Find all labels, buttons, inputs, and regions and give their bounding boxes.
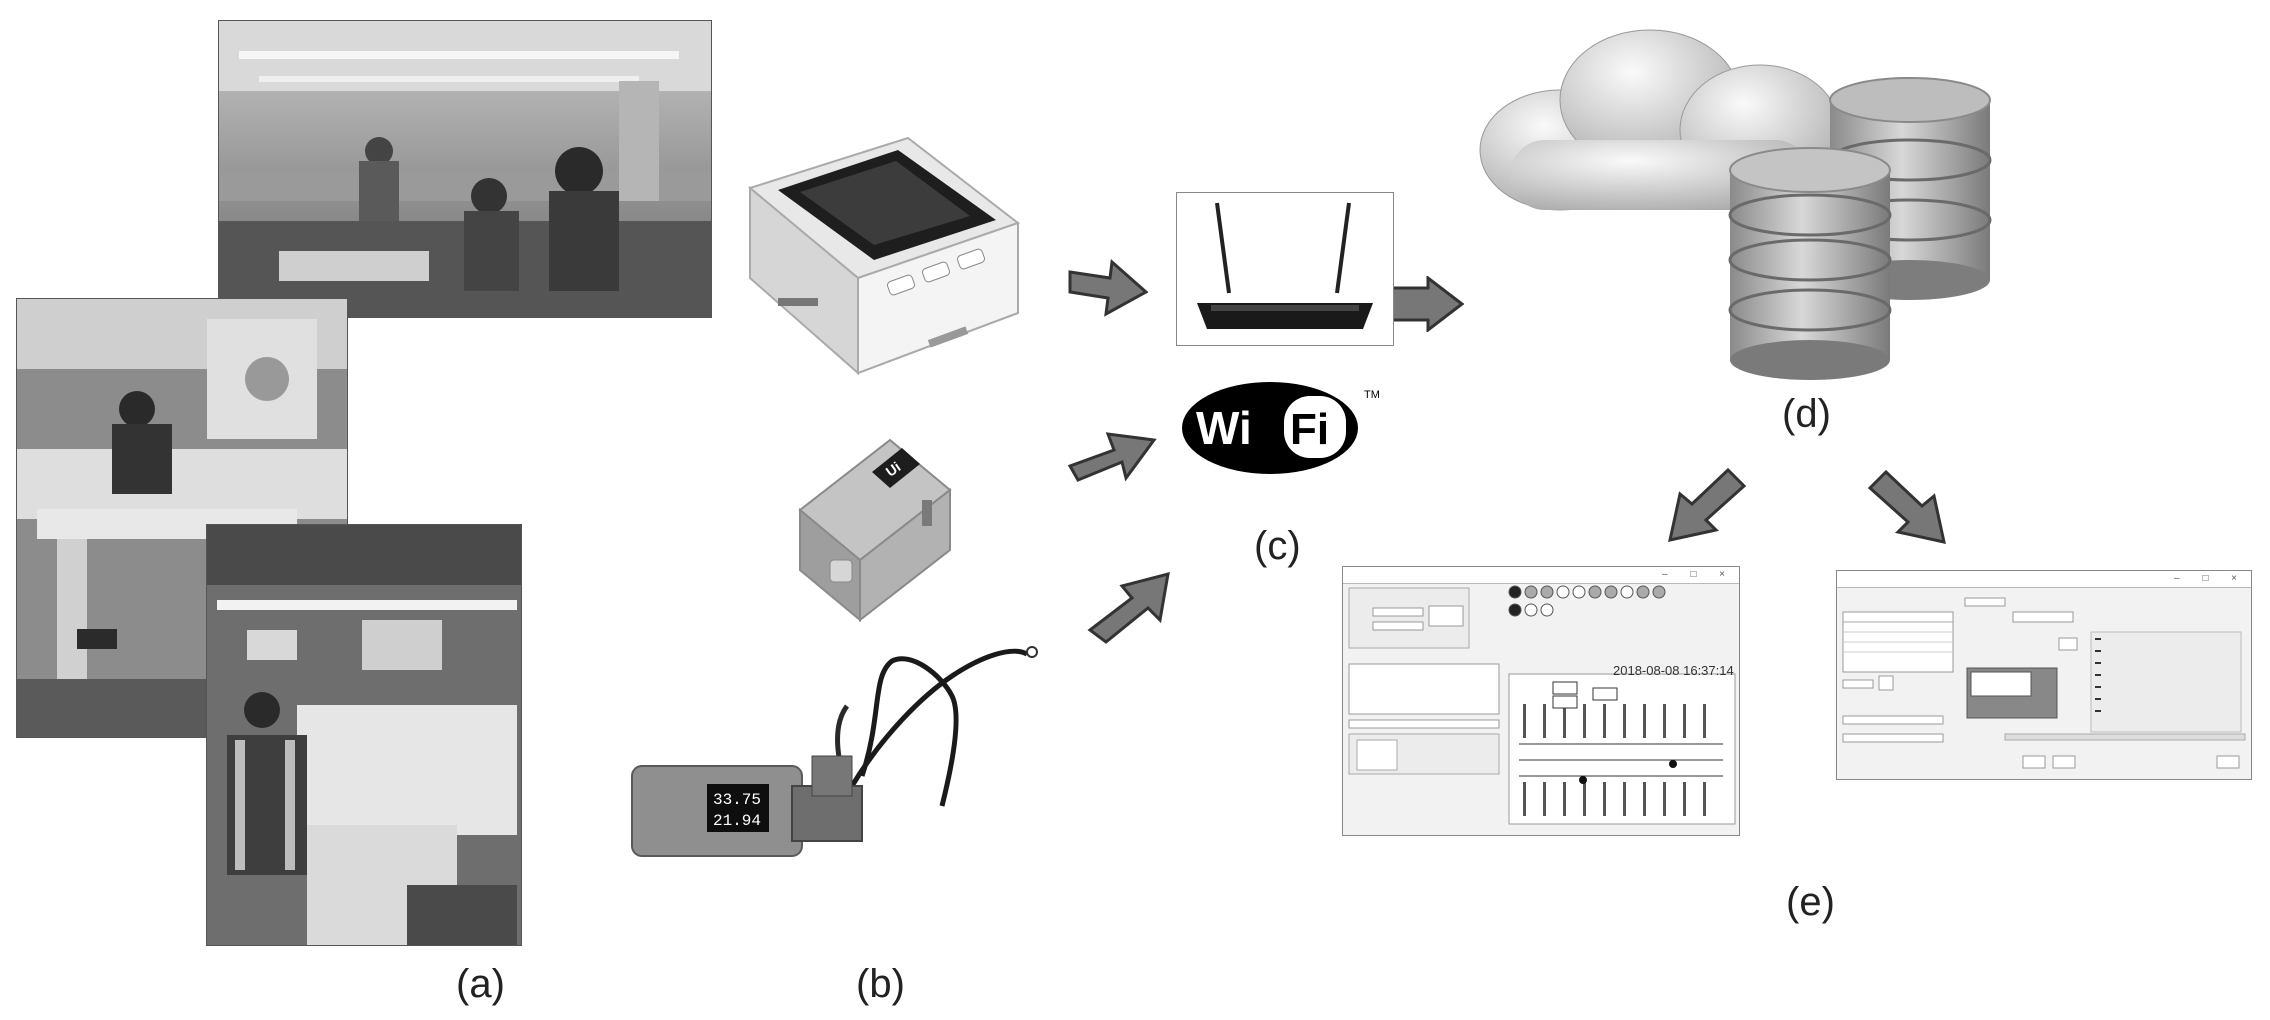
display-line-2: 21.94	[713, 812, 761, 830]
wifi-router-box	[1176, 192, 1394, 346]
factory-photo-middle	[16, 298, 348, 738]
m5stack-device	[738, 128, 1028, 378]
arrow-device1-to-router	[1068, 258, 1148, 317]
cloud-database-illustration	[1470, 20, 2040, 390]
arrow-cloud-to-app2	[1868, 469, 1946, 544]
settings-window-controls-icon[interactable]: – □ ×	[2174, 573, 2247, 584]
database-front-icon	[1728, 147, 1892, 380]
thermocouple-device: 33.75 21.94	[622, 636, 1042, 886]
wifi-logo-fi: Fi	[1290, 405, 1329, 454]
display-line-1: 33.75	[713, 791, 761, 809]
router-icon	[1197, 202, 1373, 329]
arrow-cloud-to-app1	[1668, 467, 1746, 542]
label-a: (a)	[456, 962, 505, 1006]
atom-sensor-device: Ui	[790, 430, 960, 630]
label-b: (b)	[856, 962, 905, 1006]
wifi-logo-wi: Wi	[1196, 402, 1252, 454]
monitoring-app-window: – □ ×	[1342, 566, 1740, 836]
arrow-router-to-cloud	[1390, 276, 1464, 332]
factory-photo-bottom	[206, 524, 522, 946]
settings-window-titlebar: – □ ×	[1837, 571, 2251, 588]
factory-photo-top	[218, 20, 712, 318]
app-window-titlebar: – □ ×	[1343, 567, 1739, 584]
label-c: (c)	[1254, 524, 1301, 568]
wifi-logo-tm: TM	[1364, 389, 1380, 401]
label-d: (d)	[1782, 392, 1831, 436]
arrow-device3-to-wifi	[1087, 571, 1170, 644]
settings-app-window: – □ ×	[1836, 570, 2252, 780]
arrow-device2-to-wifi	[1068, 432, 1157, 482]
wifi-logo: Wi Fi TM	[1180, 378, 1380, 478]
window-controls-icon[interactable]: – □ ×	[1662, 569, 1735, 580]
label-e: (e)	[1786, 880, 1835, 924]
app-timestamp: 2018-08-08 16:37:14	[1613, 663, 1734, 678]
